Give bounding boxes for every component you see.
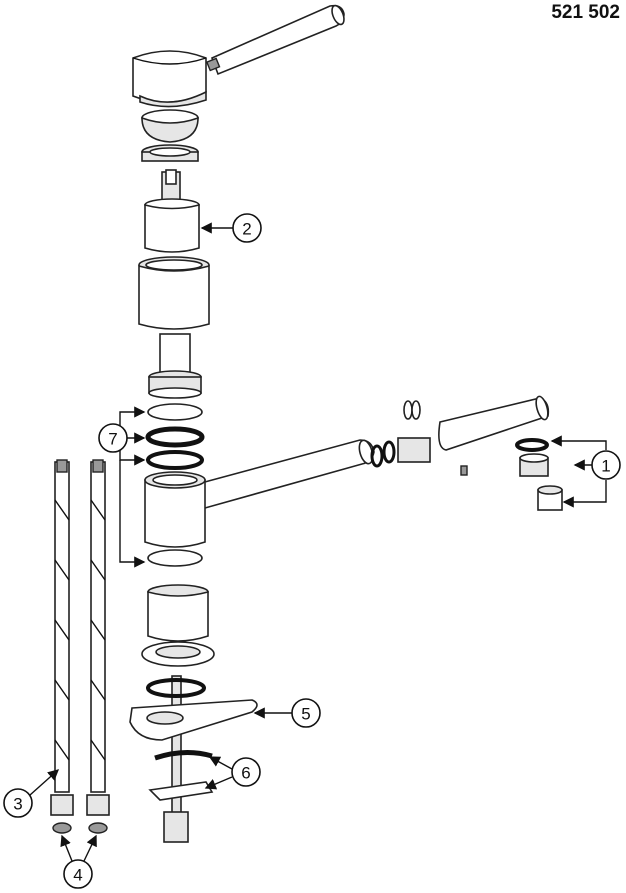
body-sleeve — [138, 256, 210, 330]
svg-text:5: 5 — [301, 705, 310, 724]
callout-2: 2 — [232, 213, 262, 243]
callout-4: 4 — [63, 859, 93, 889]
svg-text:7: 7 — [108, 430, 117, 449]
svg-text:6: 6 — [241, 764, 250, 783]
part-number: 521 502 — [551, 2, 620, 23]
svg-text:1: 1 — [601, 457, 610, 476]
svg-text:3: 3 — [13, 795, 22, 814]
o-rings — [145, 403, 205, 567]
inner-tube — [148, 333, 202, 399]
spout-inserts — [370, 395, 550, 476]
callout-5: 5 — [291, 698, 321, 728]
callout-3: 3 — [3, 788, 33, 818]
callout-1: 1 — [591, 450, 621, 480]
leader-lines — [29, 222, 607, 862]
mounting-hardware — [129, 675, 258, 843]
supply-hoses — [50, 459, 110, 834]
aerator-parts — [515, 438, 563, 511]
svg-text:4: 4 — [73, 866, 82, 885]
lever-handle — [132, 4, 345, 108]
dome-cap — [141, 109, 199, 143]
svg-text:2: 2 — [242, 220, 251, 239]
cartridge — [144, 169, 200, 253]
retaining-ring — [141, 144, 199, 162]
callout-6: 6 — [231, 757, 261, 787]
lower-sleeve — [141, 584, 215, 667]
spout-body — [144, 439, 375, 548]
callout-7: 7 — [98, 423, 128, 453]
